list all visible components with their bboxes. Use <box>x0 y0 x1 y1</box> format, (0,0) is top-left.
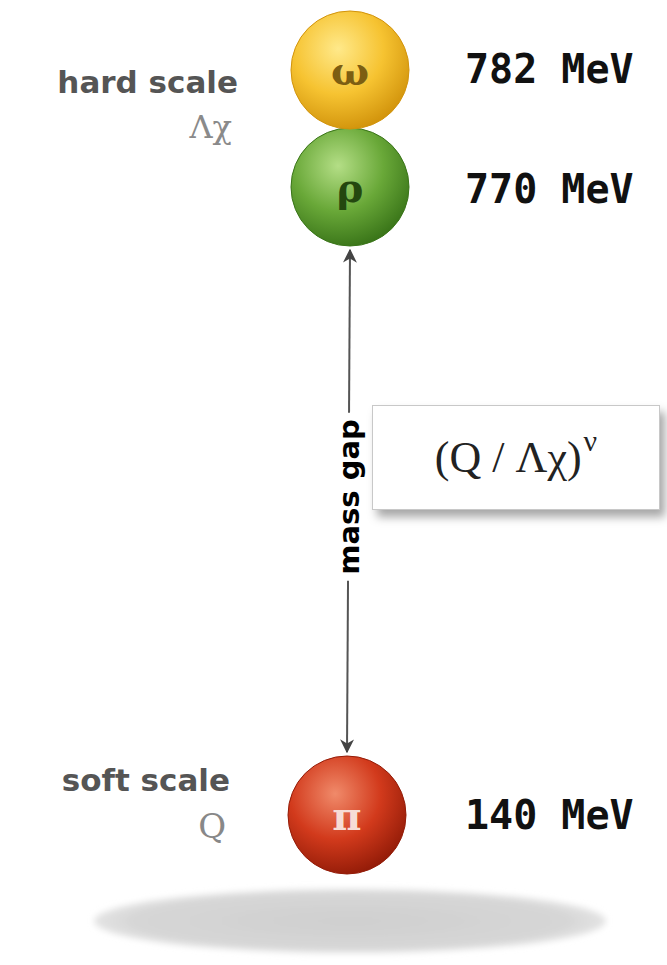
meson-sphere: ρ <box>290 127 410 247</box>
floor-shadow <box>94 889 606 953</box>
particle-symbol: ρ <box>337 164 364 211</box>
pion-sphere: π <box>287 755 407 875</box>
mass-value: 770 MeV <box>465 166 634 212</box>
particle-symbol: π <box>332 792 361 839</box>
scale-name: hard scale <box>57 64 238 100</box>
formula-text: (Q / Λχ) <box>435 432 582 483</box>
formula-exponent: ν <box>584 424 598 458</box>
formula-box: (Q / Λχ)ν <box>372 405 660 510</box>
sphere-body <box>288 756 406 874</box>
sphere-body <box>291 11 409 129</box>
gap-label: mass gap <box>332 413 366 581</box>
scale-symbol: Q <box>198 806 226 846</box>
mass-value: 782 MeV <box>465 46 634 92</box>
scale-symbol: Λχ <box>190 108 233 146</box>
particle-symbol: ω <box>331 47 369 94</box>
sphere-body <box>291 128 409 246</box>
scale-name: soft scale <box>62 762 230 798</box>
mass-value: 140 MeV <box>465 792 634 838</box>
meson-sphere: ω <box>290 10 410 130</box>
